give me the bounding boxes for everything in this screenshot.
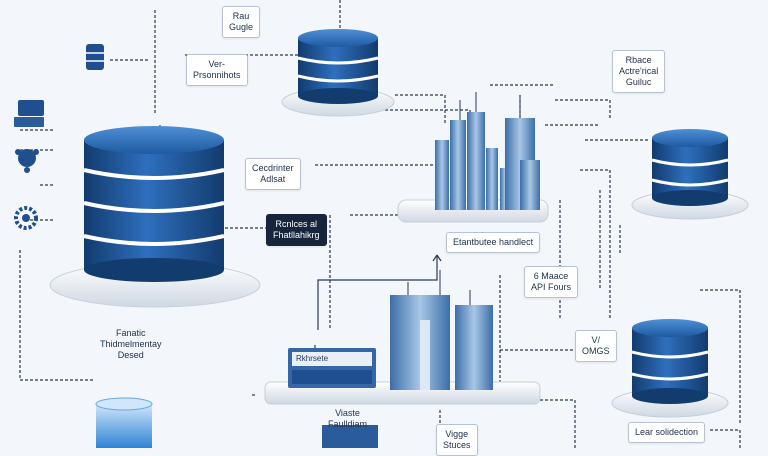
- top-database: [281, 29, 395, 117]
- bottom-devices: [95, 397, 378, 448]
- label-distribution: Etantbutee handlect: [446, 232, 541, 253]
- label-text: Lear solidection: [635, 427, 699, 437]
- label-text: Rkhrsete: [296, 354, 329, 363]
- label-text: Stuces: [443, 440, 471, 450]
- label-text: Fanatic: [116, 328, 146, 338]
- primary-database: [49, 126, 261, 308]
- right-top-database: [631, 129, 749, 220]
- monitor-icon: [14, 100, 44, 127]
- label-text: Rcnlces al: [275, 219, 318, 229]
- solid-connectors: [317, 254, 442, 330]
- label-right-top: Rbace Actre'rical Guiluc: [612, 50, 666, 93]
- label-text: 6 Maace: [533, 271, 569, 281]
- label-text: Rau: [232, 11, 250, 21]
- label-text: Fhatllahikrg: [273, 230, 320, 240]
- label-text: Gugle: [229, 22, 254, 32]
- label-server: Rkhrsete: [296, 353, 328, 364]
- network-icon: [15, 149, 39, 173]
- label-api: 6 Maace API Fours: [524, 266, 579, 298]
- label-text: Vigge: [445, 429, 469, 439]
- label-text: Etantbutee handlect: [453, 237, 534, 247]
- connector-lines: [19, 0, 741, 448]
- label-text: Viaste: [335, 408, 360, 418]
- right-bottom-database: [611, 319, 729, 418]
- label-bottom-mid: Viaste Faulldiam: [328, 408, 367, 430]
- label-text: Guiluc: [625, 77, 652, 87]
- label-text: V/: [591, 335, 601, 345]
- label-text: Desed: [117, 350, 144, 360]
- label-text: Rbace: [625, 55, 652, 65]
- label-dark-box: Rcnlces al Fhatllahikrg: [266, 214, 327, 246]
- label-coordinator: Cecdrinter Adlsat: [245, 158, 301, 190]
- label-guide: Rau Gugle: [222, 6, 261, 38]
- label-text: API Fours: [531, 282, 572, 292]
- database-icon: [86, 44, 104, 70]
- label-text: Adlsat: [260, 174, 286, 184]
- label-dms: V/ OMGS: [575, 330, 617, 362]
- label-text: Prsonnihots: [193, 70, 241, 80]
- label-vigge: Vigge Stuces: [436, 424, 478, 456]
- label-text: Faulldiam: [328, 419, 368, 429]
- label-left-bottom: Fanatic Thidmelmentay Desed: [100, 328, 162, 361]
- storage-cluster: [264, 270, 541, 405]
- label-text: Actre'rical: [619, 66, 659, 76]
- label-text: Cecdrinter: [252, 163, 294, 173]
- label-lear: Lear solidection: [628, 422, 706, 443]
- gear-icon: [14, 206, 38, 230]
- label-text: OMGS: [582, 346, 610, 356]
- label-text: Ver-: [208, 59, 226, 69]
- label-presentations: Ver- Prsonnihots: [186, 54, 248, 86]
- server-towers: [397, 92, 549, 223]
- label-text: Thidmelmentay: [100, 339, 162, 349]
